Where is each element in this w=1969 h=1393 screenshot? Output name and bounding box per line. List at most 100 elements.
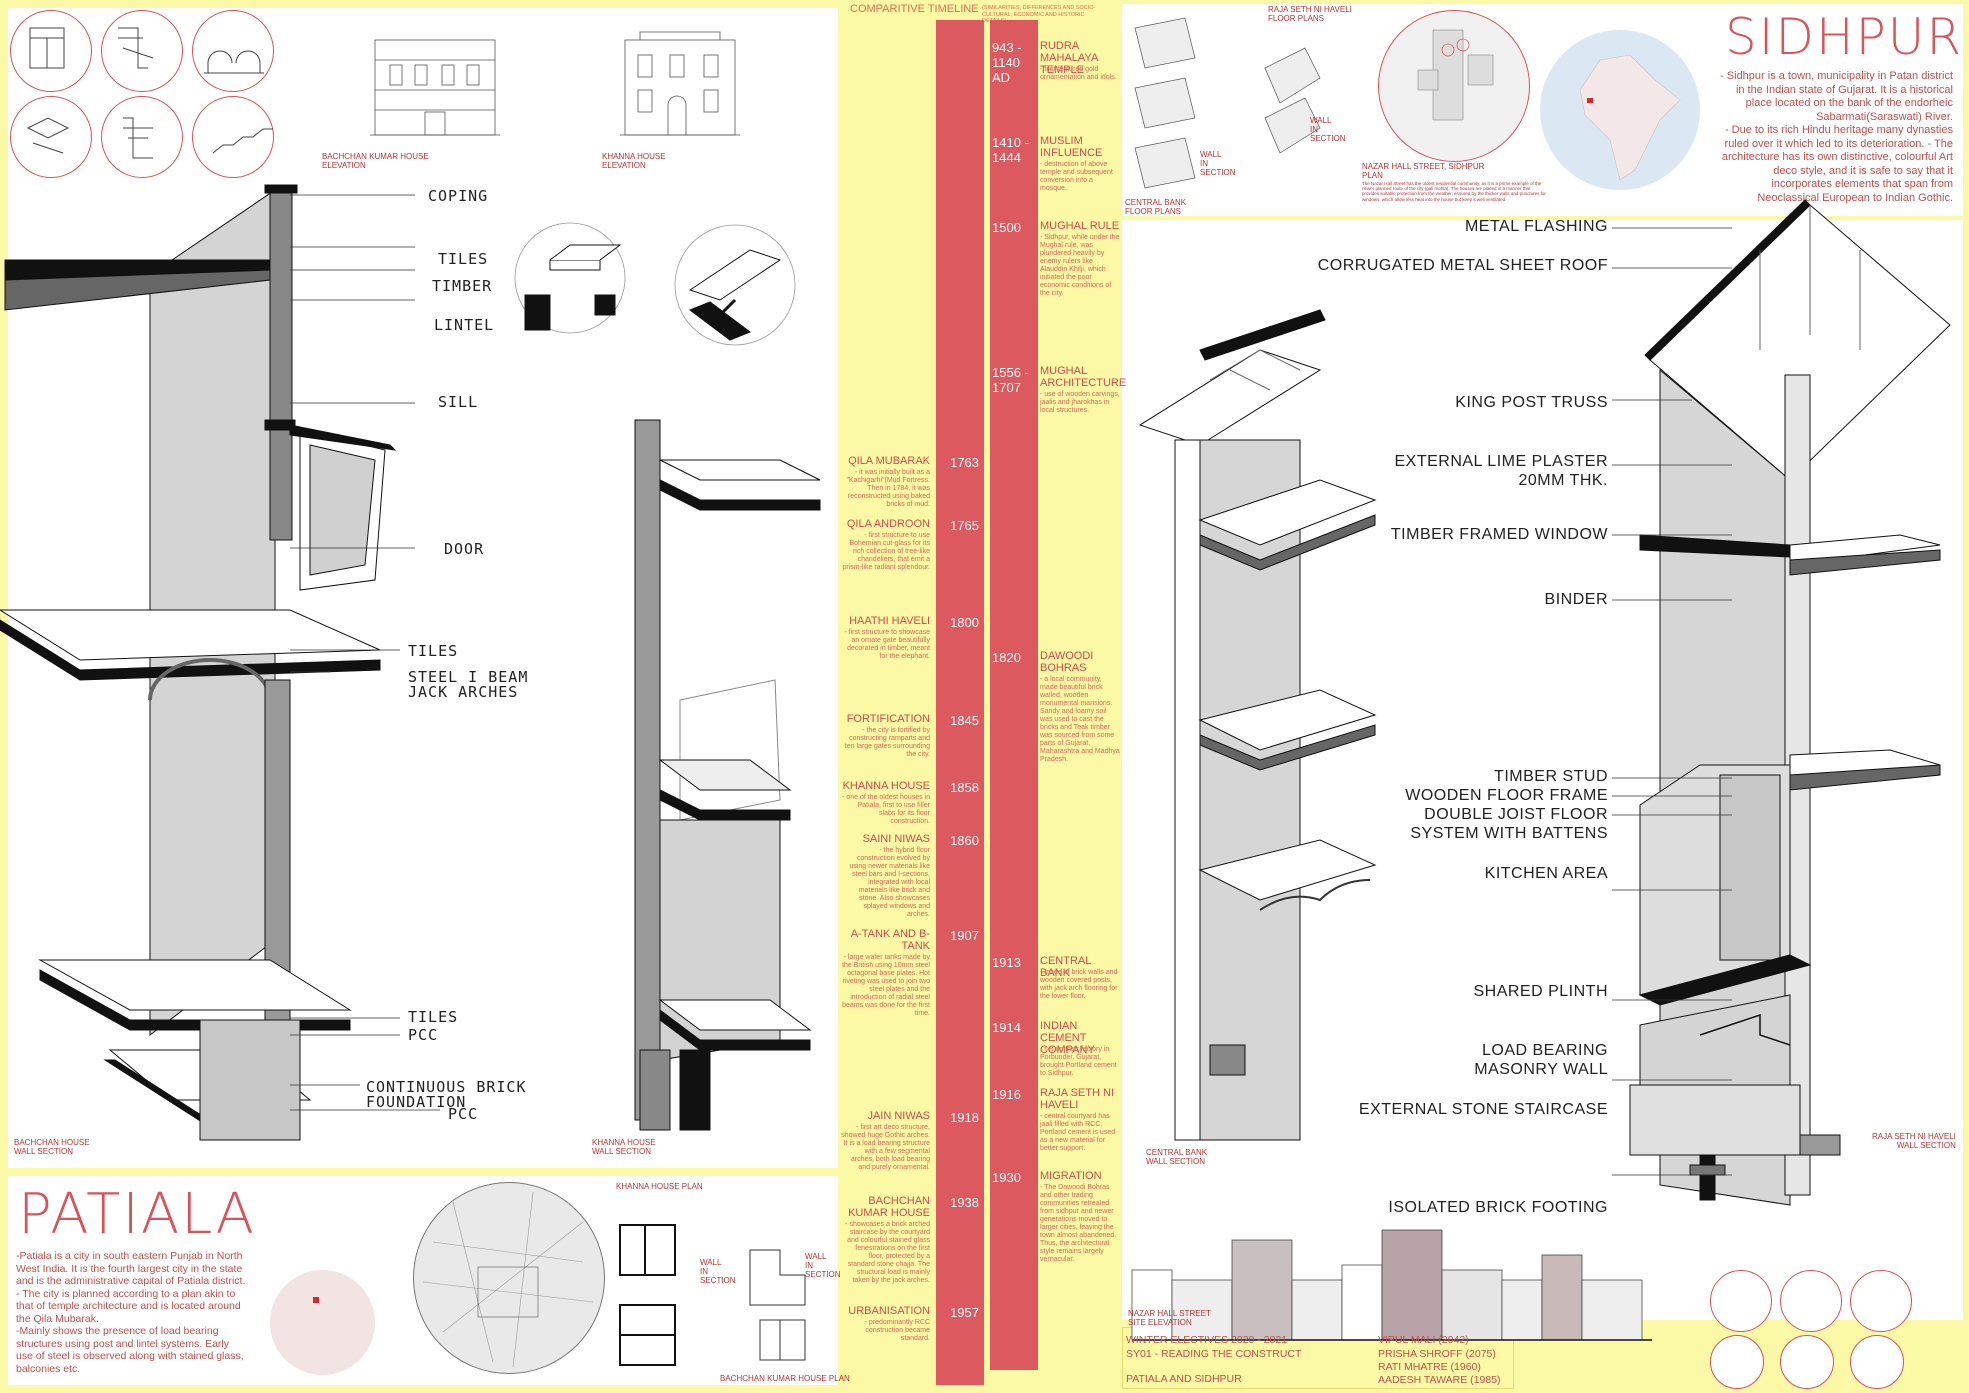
timeline-event-title: MUSLIM INFLUENCE [1040,135,1103,159]
label-masonry-wall: MASONRY WALL [1474,1061,1608,1078]
timeline-year: 943 - 1140 AD [992,40,1022,85]
timeline-year: 1820 [992,650,1021,665]
raja-seth-leader-lines [1612,227,1732,1176]
timeline-heading: COMPARITIVE TIMELINE [850,3,979,15]
label-door: DOOR [444,540,485,558]
timeline-event-title: INDIAN CEMENT COMPANY [1040,1020,1095,1056]
label-sill: SILL [438,393,479,411]
khanna-house-plans [619,1224,676,1366]
label-tiles-roof: TILES [438,250,489,268]
label-pcc: PCC [408,1026,439,1044]
timeline-year: 1765 [950,518,979,533]
khanna-section-caption: KHANNA HOUSE WALL SECTION [592,1138,656,1156]
timeline-event-title: RAJA SETH NI HAVELI [1040,1087,1114,1111]
timeline-year: 1800 [950,615,979,630]
label-external-lime-plaster: EXTERNAL LIME PLASTER [1394,453,1608,470]
timeline-event-desc: - central courtyard has jaali filled wit… [1040,1113,1116,1152]
timeline-year: 1763 [950,455,979,470]
bachchan-house-plans [749,1249,806,1361]
timeline-year: 1916 [992,1087,1021,1102]
sidhpur-wall-caption-2: WALL IN SECTION [1310,116,1346,143]
timeline-event-title: QILA MUBARAK [848,455,930,467]
sidhpur-description: - Sidhpur is a town, municipality in Pat… [1720,70,1953,204]
label-steel-i-beam: STEEL I BEAM [408,668,529,686]
site-elevation-caption: NAZAR HALL STREET SITE ELEVATION [1128,1309,1211,1327]
detail-circle-6 [1850,1335,1904,1389]
khanna-elevation [620,31,740,136]
detail-circle-5 [1780,1335,1834,1389]
label-timber: TIMBER [432,277,493,295]
patiala-location-marker [313,1297,319,1303]
timeline-year: 1930 [992,1170,1021,1185]
timeline-event-desc: - Sidhpur, while under the Mughal rule, … [1040,234,1120,297]
timeline-year: 1957 [950,1305,979,1320]
raja-seth-wall-section [1629,199,1951,1206]
course-name-3: PATIALA AND SIDHPUR [1126,1373,1242,1385]
khanna-wall-section [634,419,821,1131]
detail-thumb-2 [101,10,183,92]
label-external-stone-staircase: EXTERNAL STONE STAIRCASE [1358,1101,1608,1118]
timeline-event-desc: - set up their factory in Porbunder, Guj… [1040,1046,1117,1077]
central-bank-section-caption: CENTRAL BANK WALL SECTION [1146,1148,1208,1166]
label-binder: BINDER [1544,591,1608,608]
sidhpur-street-elevation [1131,1229,1652,1341]
timeline-event-title: MIGRATION [1040,1170,1102,1182]
label-load-bearing: LOAD BEARING [1481,1042,1608,1059]
label-king-post-truss: KING POST TRUSS [1455,394,1608,411]
timeline-event-desc: - showcases a brick arched staircase by … [845,1221,930,1284]
author-3: RATI MHATRE (1960) [1378,1361,1481,1373]
timeline-event-title: KHANNA HOUSE [842,780,930,792]
patiala-wall-caption-2: WALL IN SECTION [805,1252,841,1279]
bachchan-elevation-caption: BACHCHAN KUMAR HOUSE ELEVATION [322,152,429,170]
detail-thumb-1 [10,10,92,92]
timeline-event-title: URBANISATION [848,1305,930,1317]
bachchan-wall-section [0,184,397,1141]
label-coping: COPING [428,187,489,205]
timeline-event-desc: - the hybrid floor construction evolved … [849,847,930,918]
label-continuous-brick: CONTINUOUS BRICK [366,1078,527,1096]
timeline-bar-patiala [936,20,984,1385]
bachchan-elevation [370,39,500,136]
khanna-elevation-caption: KHANNA HOUSE ELEVATION [602,152,666,170]
sidhpur-title: SIDHPUR [1725,8,1964,66]
khanna-plan-caption: KHANNA HOUSE PLAN [616,1182,703,1191]
label-20mm-thk: 20MM THK. [1518,472,1608,489]
detail-circle-2 [1780,1270,1842,1332]
detail-circle-3 [1850,1270,1912,1332]
timeline-event-desc: - The Dawoodi Bohras and other trading c… [1040,1184,1117,1263]
timeline-event-desc: - it was initially built as a "Kachigarh… [846,469,930,508]
sidhpur-floor-plans [1134,17,1321,189]
timeline-event-desc: - the city is fortified by constructing … [844,727,930,758]
timeline-year: 1556 - 1707 [992,365,1029,395]
timeline-event-title: RUDRA MAHALAYA TEMPLE [1040,40,1098,76]
timeline-event-title: HAATHI HAVELI [849,615,930,627]
detail-circle-1 [1710,1270,1772,1332]
timeline-event-title: FORTIFICATION [846,713,930,725]
detail-thumb-6 [192,96,274,178]
timeline-year: 1410 - 1444 [992,135,1029,165]
patiala-wall-caption-1: WALL IN SECTION [700,1258,736,1285]
india-map-patiala [270,1270,375,1375]
label-shared-plinth: SHARED PLINTH [1473,983,1608,1000]
patiala-title: PATIALA [18,1182,256,1247]
timeline-year: 1914 [992,1020,1021,1035]
label-lintel: LINTEL [434,316,495,334]
timeline-year: 1860 [950,833,979,848]
bachchan-section-caption: BACHCHAN HOUSE WALL SECTION [14,1138,90,1156]
author-4: AADESH TAWARE (1985) [1378,1374,1501,1386]
author-1: VIPUL MALI (2042) [1378,1334,1469,1346]
timeline-event-title: DAWOODI BOHRAS [1040,650,1094,674]
timeline-year: 1913 [992,955,1021,970]
raja-seth-floor-caption: RAJA SETH NI HAVELI FLOOR PLANS [1268,5,1352,23]
timeline-event-title: CENTRAL BANK [1040,955,1091,979]
street-plan-caption: NAZAR HALL STREET, SIDHPUR PLAN [1362,162,1485,180]
timeline-event-desc: - a local community, made beautiful bric… [1040,676,1120,763]
timeline-year: 1907 [950,928,979,943]
jack-arch-detail [514,222,796,346]
timeline-bar-sidhpur [990,20,1038,1370]
central-bank-wall-section [1138,309,1377,1141]
timeline-year: 1845 [950,713,979,728]
label-kitchen-area: KITCHEN AREA [1484,865,1608,882]
label-double-joist-floor: DOUBLE JOIST FLOOR [1424,806,1608,823]
timeline-event-title: MUGHAL RULE [1040,220,1120,232]
